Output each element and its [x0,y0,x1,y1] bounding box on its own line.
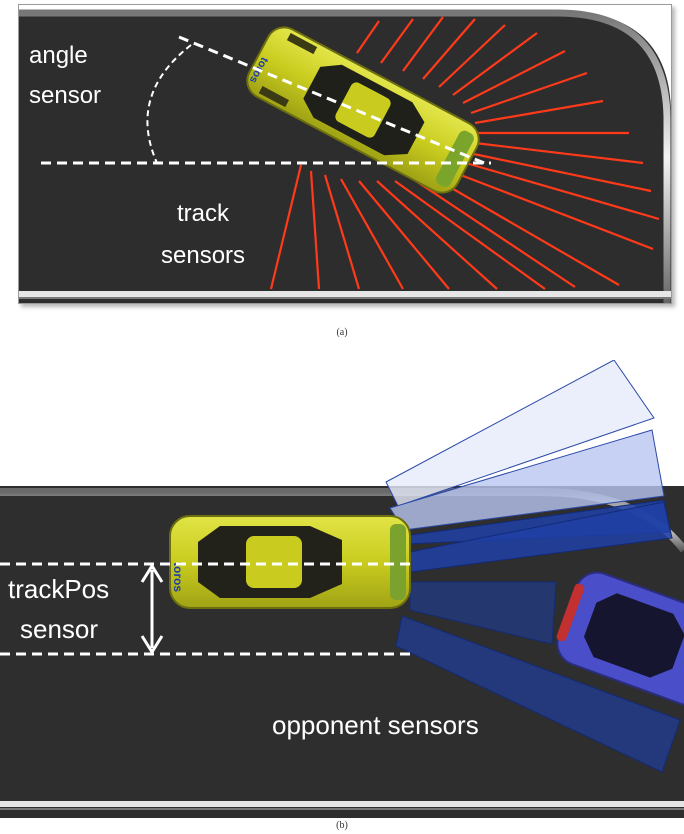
panel-b-opponent-sensors: toros trackPos sensor opponent sensors [0,360,684,818]
panel-b-figure: toros trackPos sensor opponent sensors [0,360,684,818]
car-logo-b: toros [171,562,185,592]
opponent-sensor-sectors [385,360,681,773]
track-sensor-ray [444,167,654,251]
caption-b: (b) [336,820,348,831]
track-sensor-ray [402,16,444,72]
track-sensor-ray [422,18,476,80]
track-sensor-ray [438,24,506,88]
track-sensor-ray [470,71,588,115]
opponent-car [556,571,684,707]
track-sensor-ray [309,170,321,290]
track-sensor-ray [269,164,303,290]
track-sensor-ray [428,174,620,286]
car-b: toros [169,515,411,609]
opponent-sensor-sector [385,360,655,507]
track-sensor-ray [380,18,414,64]
track-sensor-ray [468,151,652,193]
caption-a: (a) [336,327,348,338]
opponent-sensor-sector [409,581,557,645]
angle-sensor-label: angle [29,42,88,69]
track-sensor-ray [323,174,361,290]
track-rail-top [19,9,671,303]
track-sensor-rays [269,16,660,290]
angle-sensor-label-2: sensor [29,82,101,109]
opponent-sensors-label: opponent sensors [272,710,479,740]
panel-a-track-sensors: toros angle sensor track sensors [18,4,672,304]
track-sensor-ray [412,178,576,288]
track-sensor-ray [358,180,450,290]
opponent-sensor-sector [395,615,681,773]
track-surface [19,11,671,303]
track-sensors-label-2: sensors [161,242,245,269]
panel-a-figure: toros angle sensor track sensors [19,5,671,303]
car-axis-line [178,35,490,167]
track-sensor-ray [340,178,404,290]
track-sensor-ray [474,141,644,165]
trackpos-label-2: sensor [20,614,98,644]
track-sensor-ray [452,32,538,96]
track-sensor-ray [394,180,546,290]
track-sensor-ray [462,50,566,104]
track-sensor-ray [356,20,380,54]
track-sensor-ray [474,99,604,125]
trackpos-arrow [140,563,164,655]
track-sensors-label: track [177,200,230,227]
track-sensor-ray [458,159,660,221]
trackpos-label: trackPos [8,574,109,604]
track-sensor-ray [376,180,498,290]
